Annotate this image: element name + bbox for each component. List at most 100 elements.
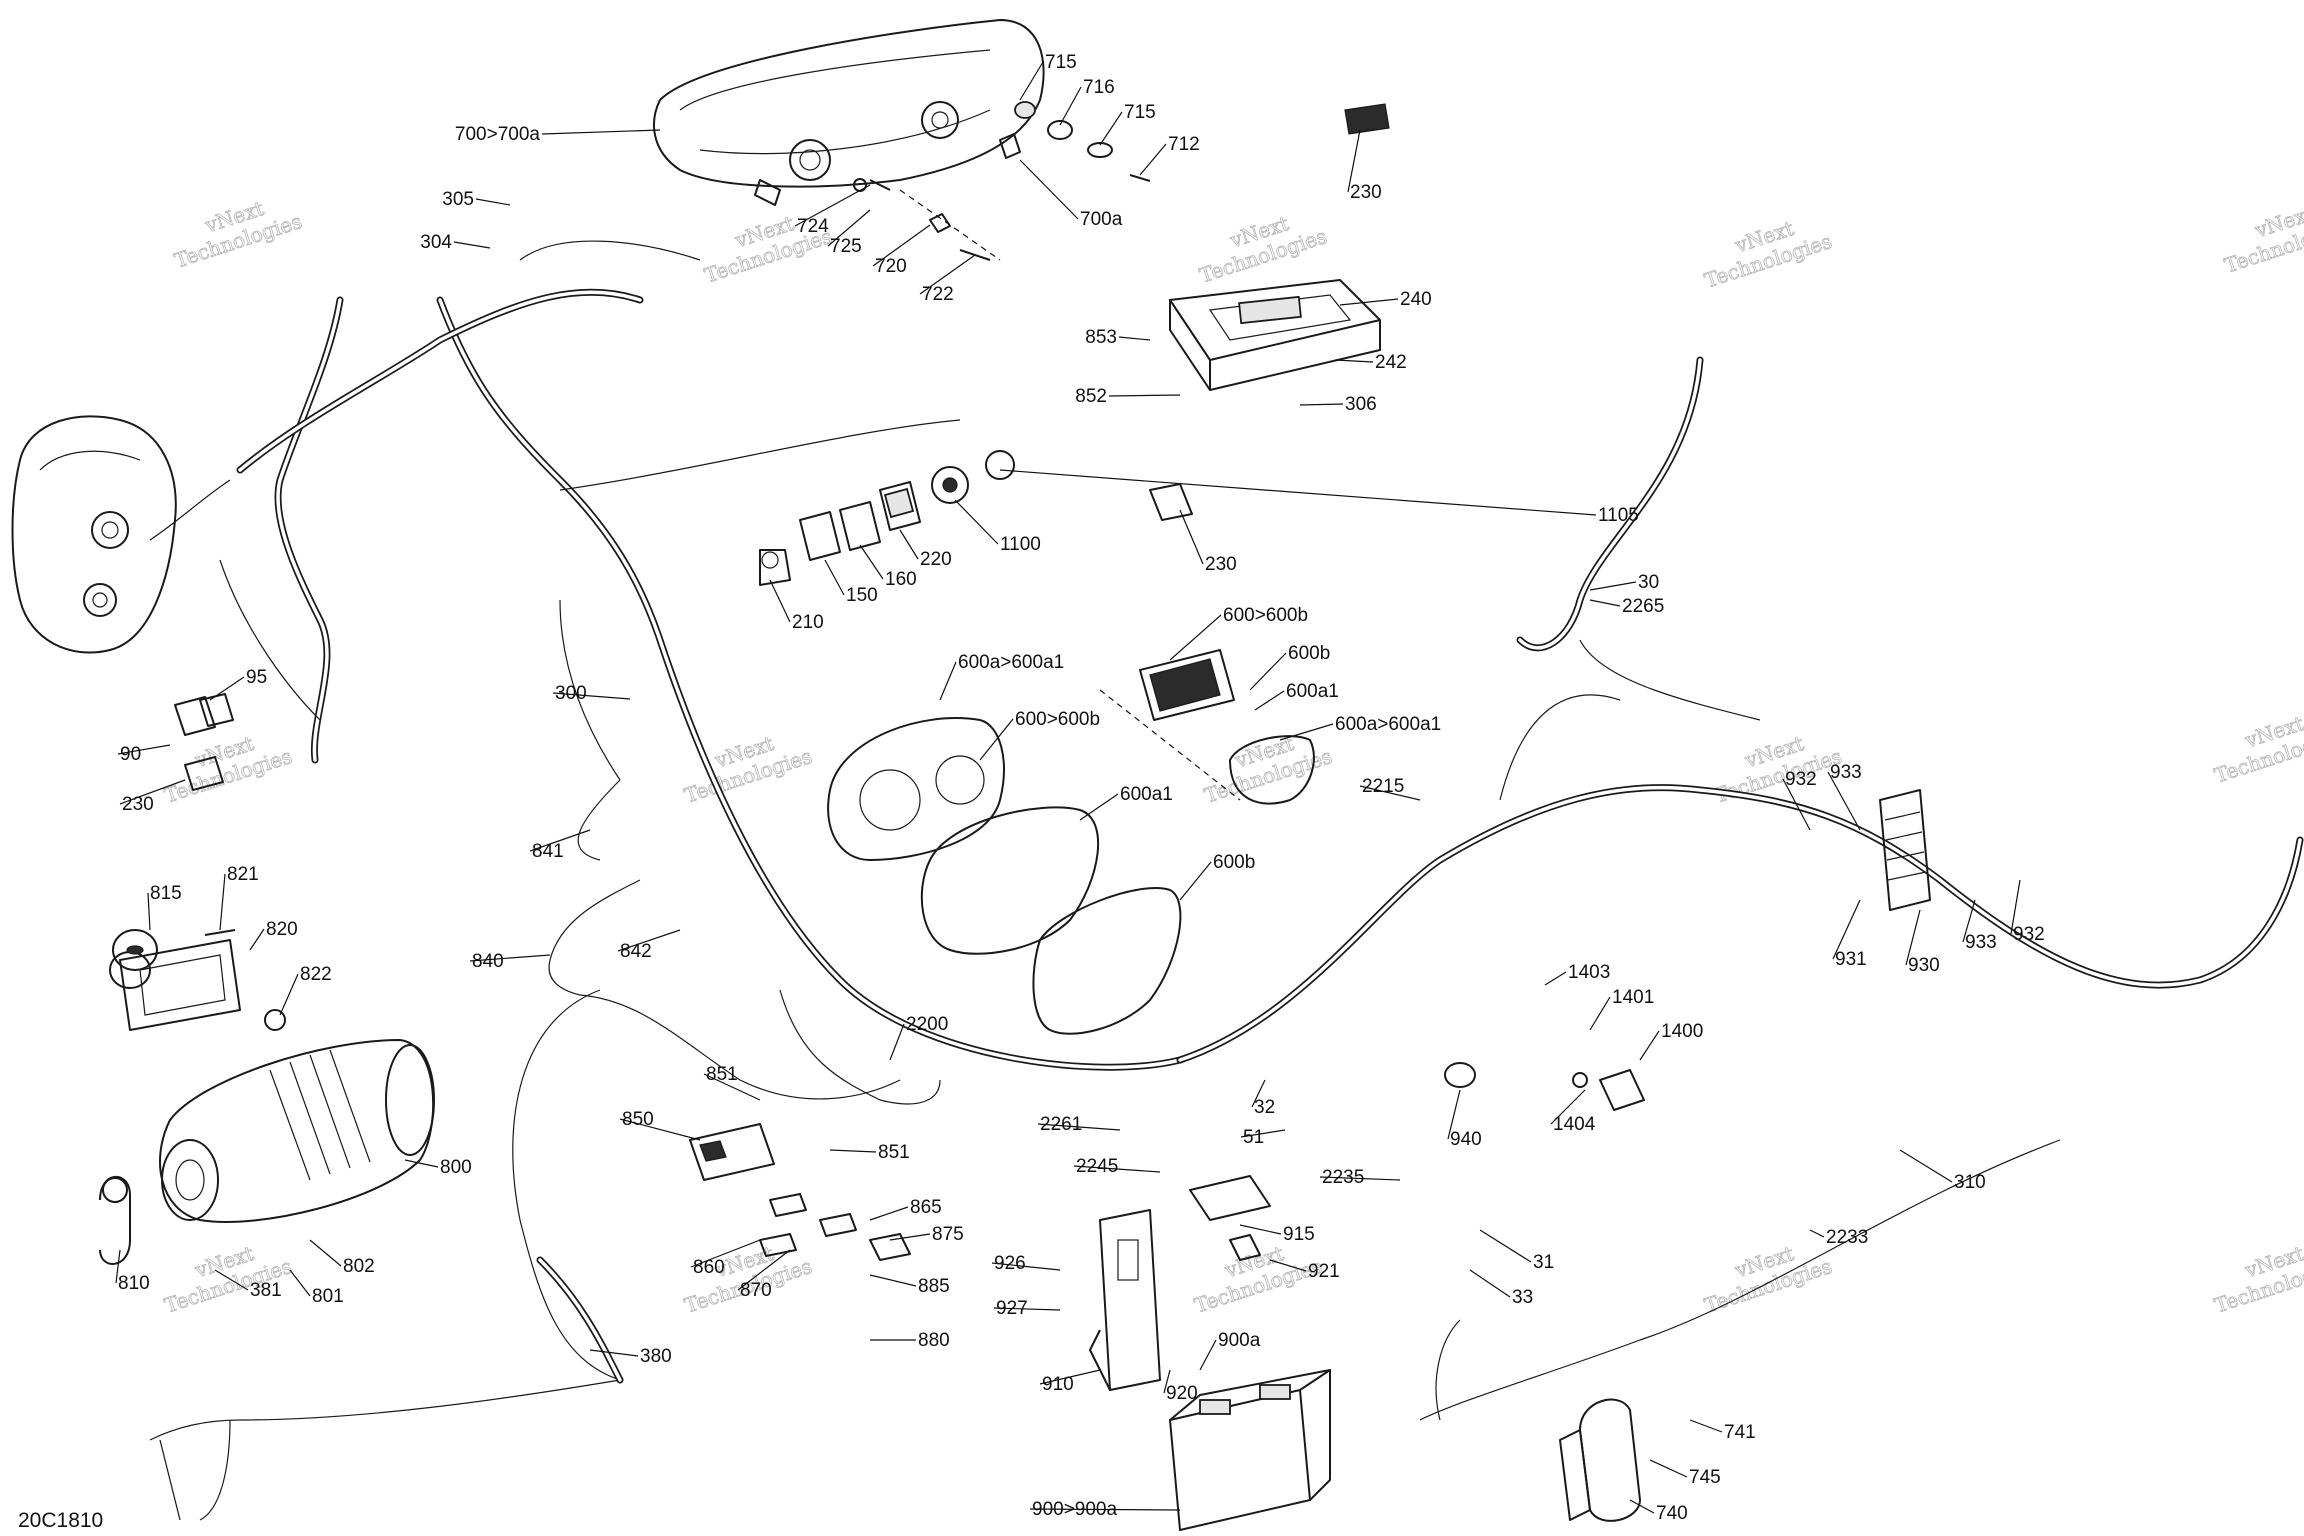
part-label: 220	[920, 549, 952, 570]
leader-line	[219, 873, 226, 931]
part-label: 870	[740, 1280, 772, 1301]
leader-line	[209, 676, 245, 701]
part-label: 600b	[1288, 643, 1330, 664]
part-label: 600>600b	[1223, 605, 1308, 626]
leader-line	[1832, 899, 1861, 960]
leader-line	[552, 692, 631, 700]
part-label: 31	[1533, 1252, 1554, 1273]
part-label: 926	[994, 1253, 1026, 1274]
part-label: 921	[1308, 1261, 1340, 1282]
part-label: 1401	[1612, 987, 1654, 1008]
leader-line	[1550, 1089, 1586, 1125]
leader-line	[794, 184, 871, 227]
part-label: 600a1	[1286, 681, 1339, 702]
leader-line	[617, 929, 681, 952]
cap-940	[1444, 1062, 1476, 1088]
tag-815	[112, 929, 158, 971]
fuse-box-240	[1169, 279, 1381, 391]
clamp-915	[1189, 1175, 1271, 1261]
part-label: 1100	[1000, 534, 1041, 555]
part-label: 933	[1830, 762, 1862, 783]
connector-230-top	[1344, 103, 1390, 135]
part-label: 741	[1724, 1422, 1756, 1443]
leader-line	[999, 469, 1597, 516]
harness-840	[548, 879, 901, 1100]
leader-lines	[115, 61, 2021, 1514]
part-label: 740	[1656, 1503, 1688, 1524]
regulator-930	[1879, 789, 1931, 911]
leader-line	[469, 954, 551, 962]
part-label: 865	[910, 1197, 942, 1218]
leader-line	[872, 224, 931, 267]
leader-line	[899, 529, 919, 560]
leader-line	[1059, 86, 1082, 126]
part-label: 915	[1283, 1224, 1315, 1245]
part-label: 1105	[1598, 505, 1639, 526]
module-740	[1559, 1398, 1641, 1522]
part-label: 900a	[1218, 1330, 1261, 1351]
part-label: 90	[120, 744, 141, 765]
leader-line	[1899, 1149, 1953, 1183]
leader-line	[1339, 298, 1399, 306]
fairlead-820	[109, 929, 286, 1031]
part-label: 300	[555, 683, 587, 704]
part-label: 600a>600a1	[958, 652, 1064, 673]
part-label: 2215	[1362, 776, 1404, 797]
leader-line	[1179, 861, 1212, 901]
leader-line	[1108, 394, 1181, 397]
leader-line	[1251, 1079, 1266, 1108]
battery-900	[1169, 1369, 1331, 1531]
part-label: 930	[1908, 955, 1940, 976]
part-label: 900>900a	[1032, 1499, 1117, 1520]
leader-line	[1029, 1508, 1181, 1511]
leader-line	[1469, 1269, 1511, 1298]
part-label: 724	[797, 216, 829, 237]
leader-line	[690, 1239, 761, 1268]
part-label: 720	[875, 256, 907, 277]
leader-line	[1039, 1369, 1101, 1385]
part-label: 32	[1254, 1097, 1275, 1118]
part-label: 700a	[1080, 209, 1123, 230]
leader-line	[1639, 1030, 1660, 1061]
leader-line	[979, 718, 1014, 761]
part-label: 821	[227, 864, 259, 885]
leader-line	[589, 1349, 639, 1357]
leader-line	[1019, 61, 1044, 101]
part-label: 230	[1205, 554, 1237, 575]
leader-line	[1319, 1176, 1401, 1181]
bracket-910	[1089, 1209, 1161, 1391]
leader-line	[1649, 1459, 1688, 1478]
rear-harness-310	[1176, 694, 2304, 1421]
leader-line	[824, 559, 845, 596]
leader-line	[1629, 1499, 1655, 1514]
leader-line	[1073, 1165, 1161, 1173]
leader-line	[1962, 899, 1976, 943]
part-label: 860	[693, 1257, 725, 1278]
leader-line	[869, 1206, 909, 1221]
leader-line	[1163, 1369, 1171, 1394]
diagram-code: 20C1810	[18, 1509, 103, 1532]
part-label: 1404	[1553, 1114, 1596, 1135]
part-label: 927	[996, 1298, 1028, 1319]
leader-line	[1240, 1129, 1286, 1138]
part-label: 722	[922, 284, 954, 305]
leader-line	[1099, 111, 1123, 146]
part-label: 875	[932, 1224, 964, 1245]
part-label: 30	[1638, 572, 1659, 593]
part-label: 745	[1689, 1467, 1721, 1488]
relay-850	[689, 1123, 911, 1261]
leader-line	[919, 254, 976, 295]
part-label: 815	[150, 883, 182, 904]
leader-line	[1299, 403, 1344, 406]
leader-line	[1689, 1419, 1723, 1433]
leader-line	[1139, 143, 1167, 176]
leader-line	[1118, 336, 1151, 341]
leader-line	[619, 1118, 701, 1141]
bulb-hardware	[853, 101, 1151, 261]
